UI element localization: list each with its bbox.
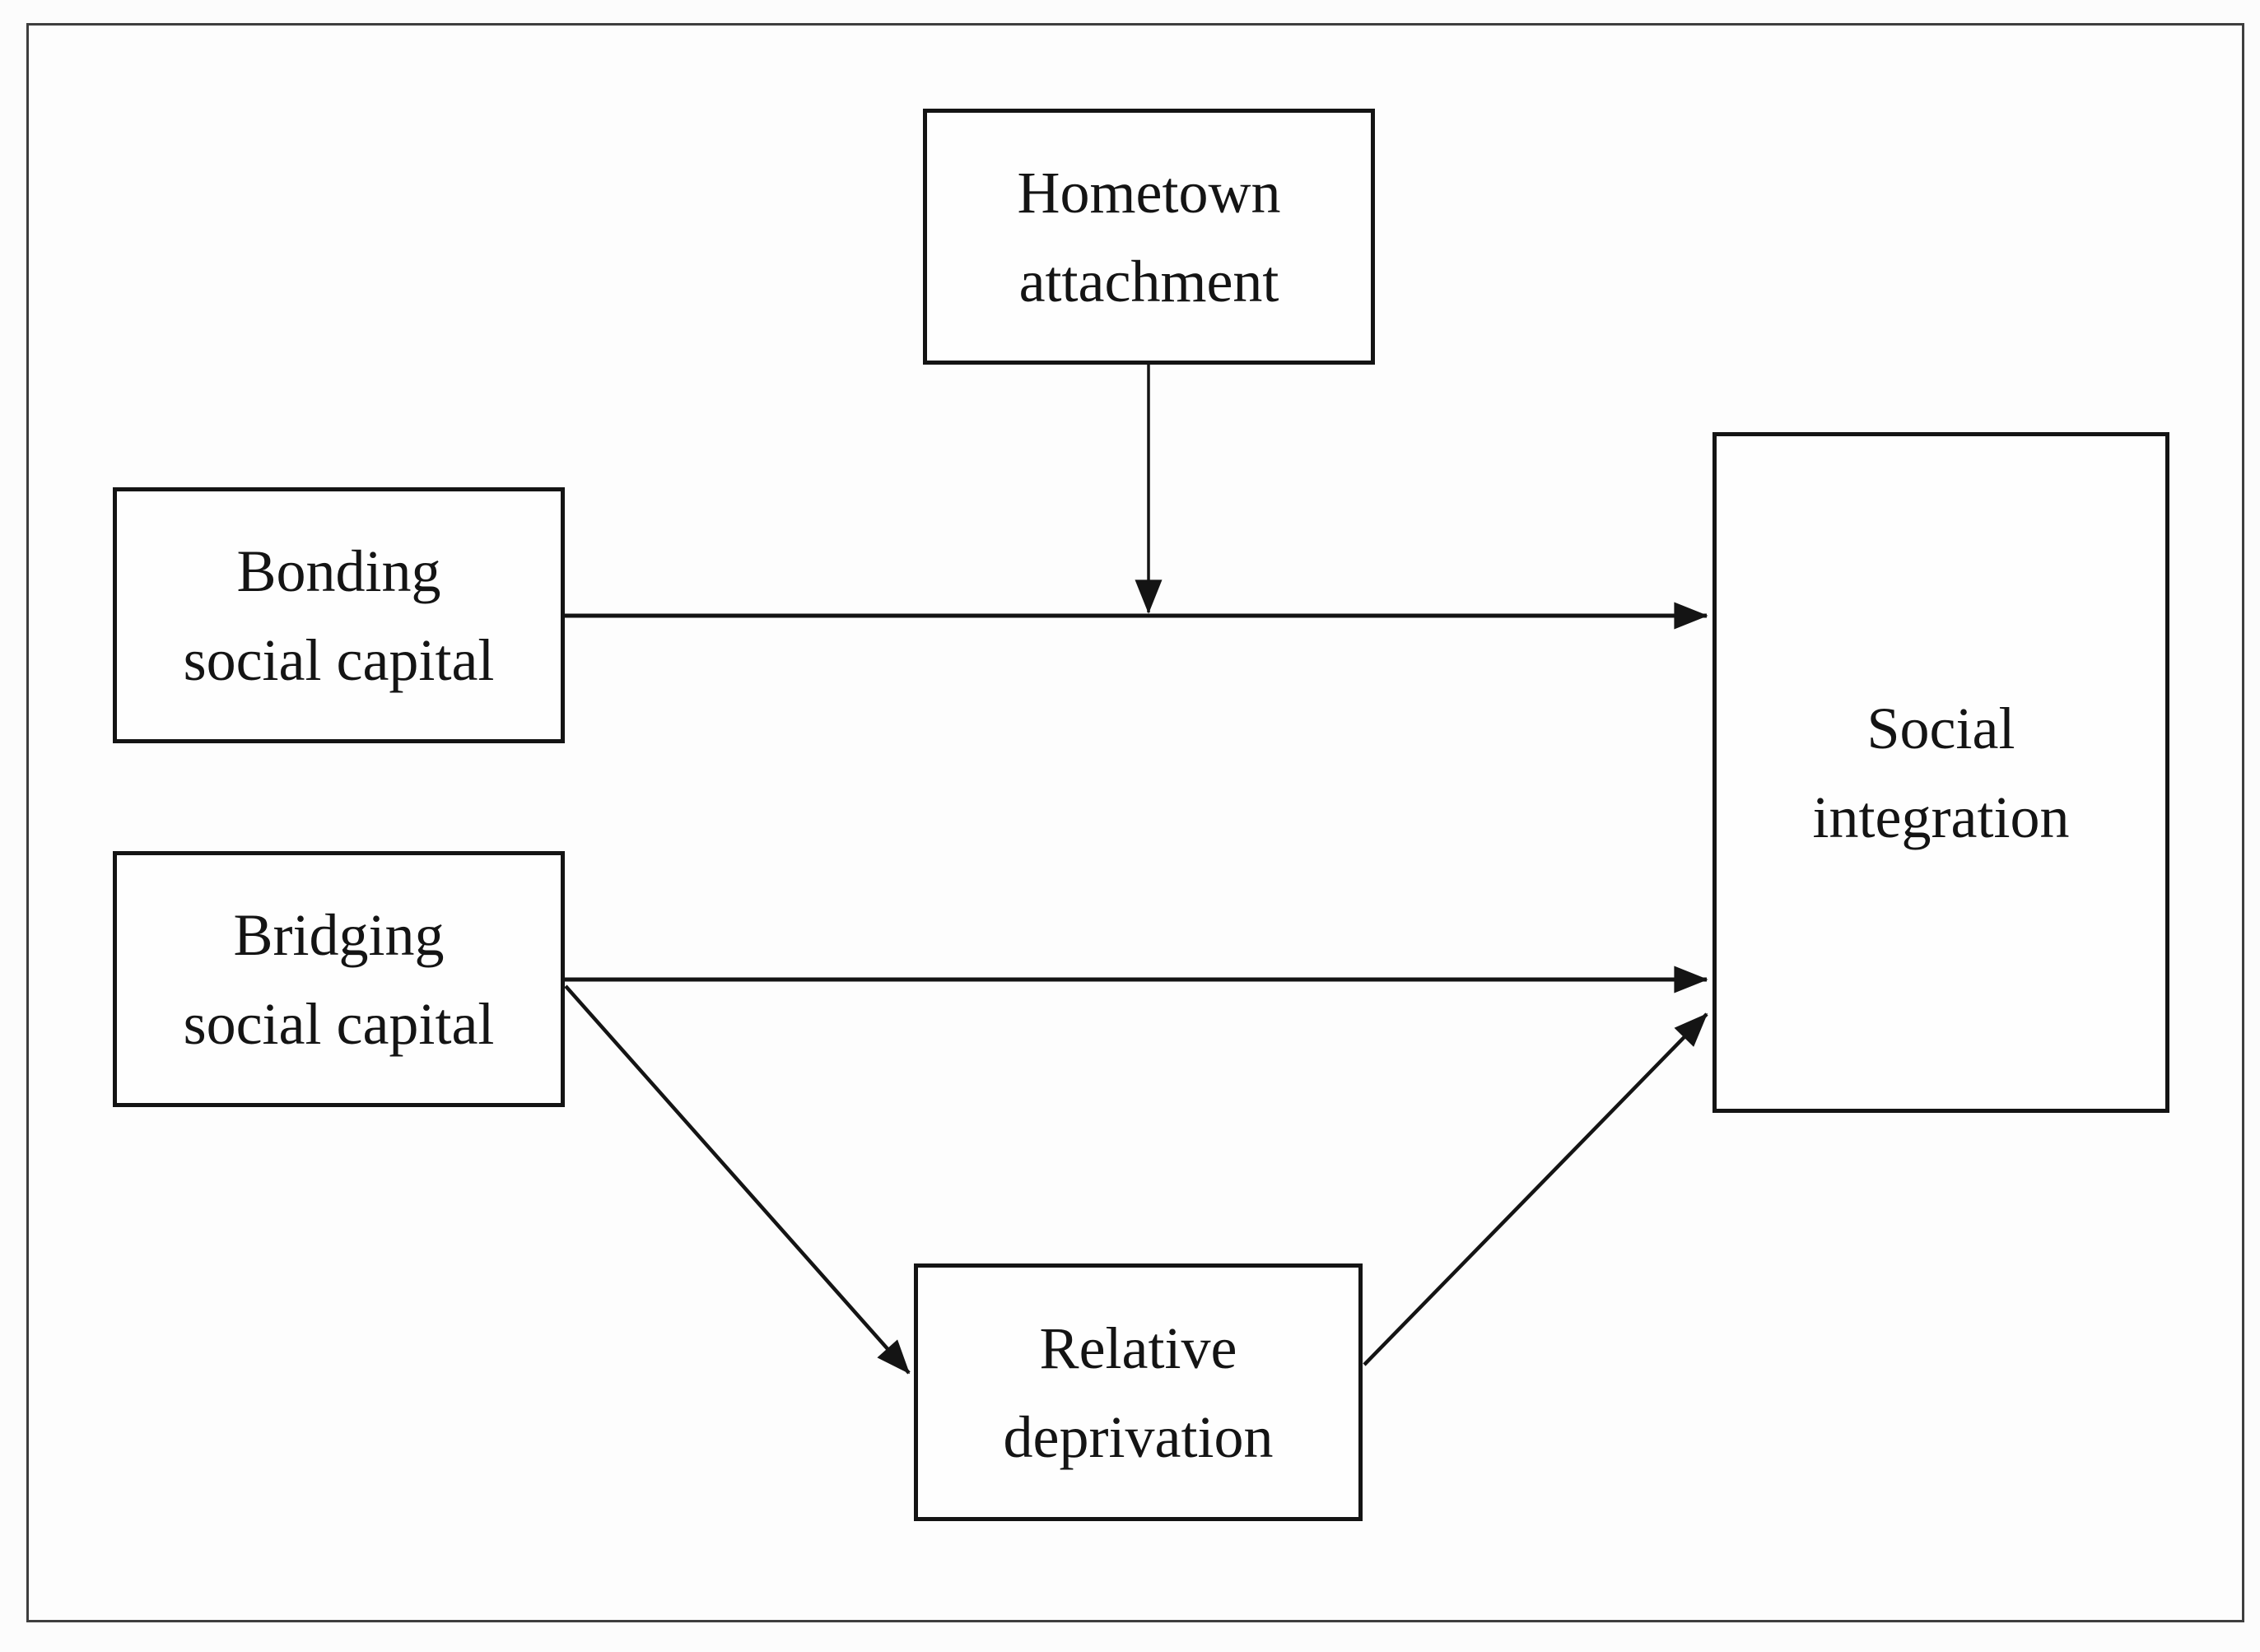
- node-label-line: attachment: [1018, 248, 1279, 314]
- node-label-line: social capital: [183, 990, 495, 1057]
- node-label-line: Social: [1866, 695, 2015, 761]
- node-label-line: Bonding: [236, 537, 441, 604]
- node-bonding-social-capital: Bonding social capital: [113, 487, 565, 743]
- node-label-line: Relative: [1039, 1315, 1237, 1381]
- node-hometown-attachment: Hometown attachment: [923, 109, 1375, 365]
- node-bridging-social-capital: Bridging social capital: [113, 851, 565, 1107]
- node-label-line: Bridging: [233, 901, 445, 968]
- node-label-line: Hometown: [1017, 159, 1281, 226]
- node-social-integration: Social integration: [1712, 432, 2169, 1113]
- node-label-line: deprivation: [1003, 1403, 1274, 1470]
- node-label-line: integration: [1812, 784, 2070, 850]
- node-relative-deprivation: Relative deprivation: [914, 1263, 1363, 1521]
- node-label-line: social capital: [183, 626, 495, 693]
